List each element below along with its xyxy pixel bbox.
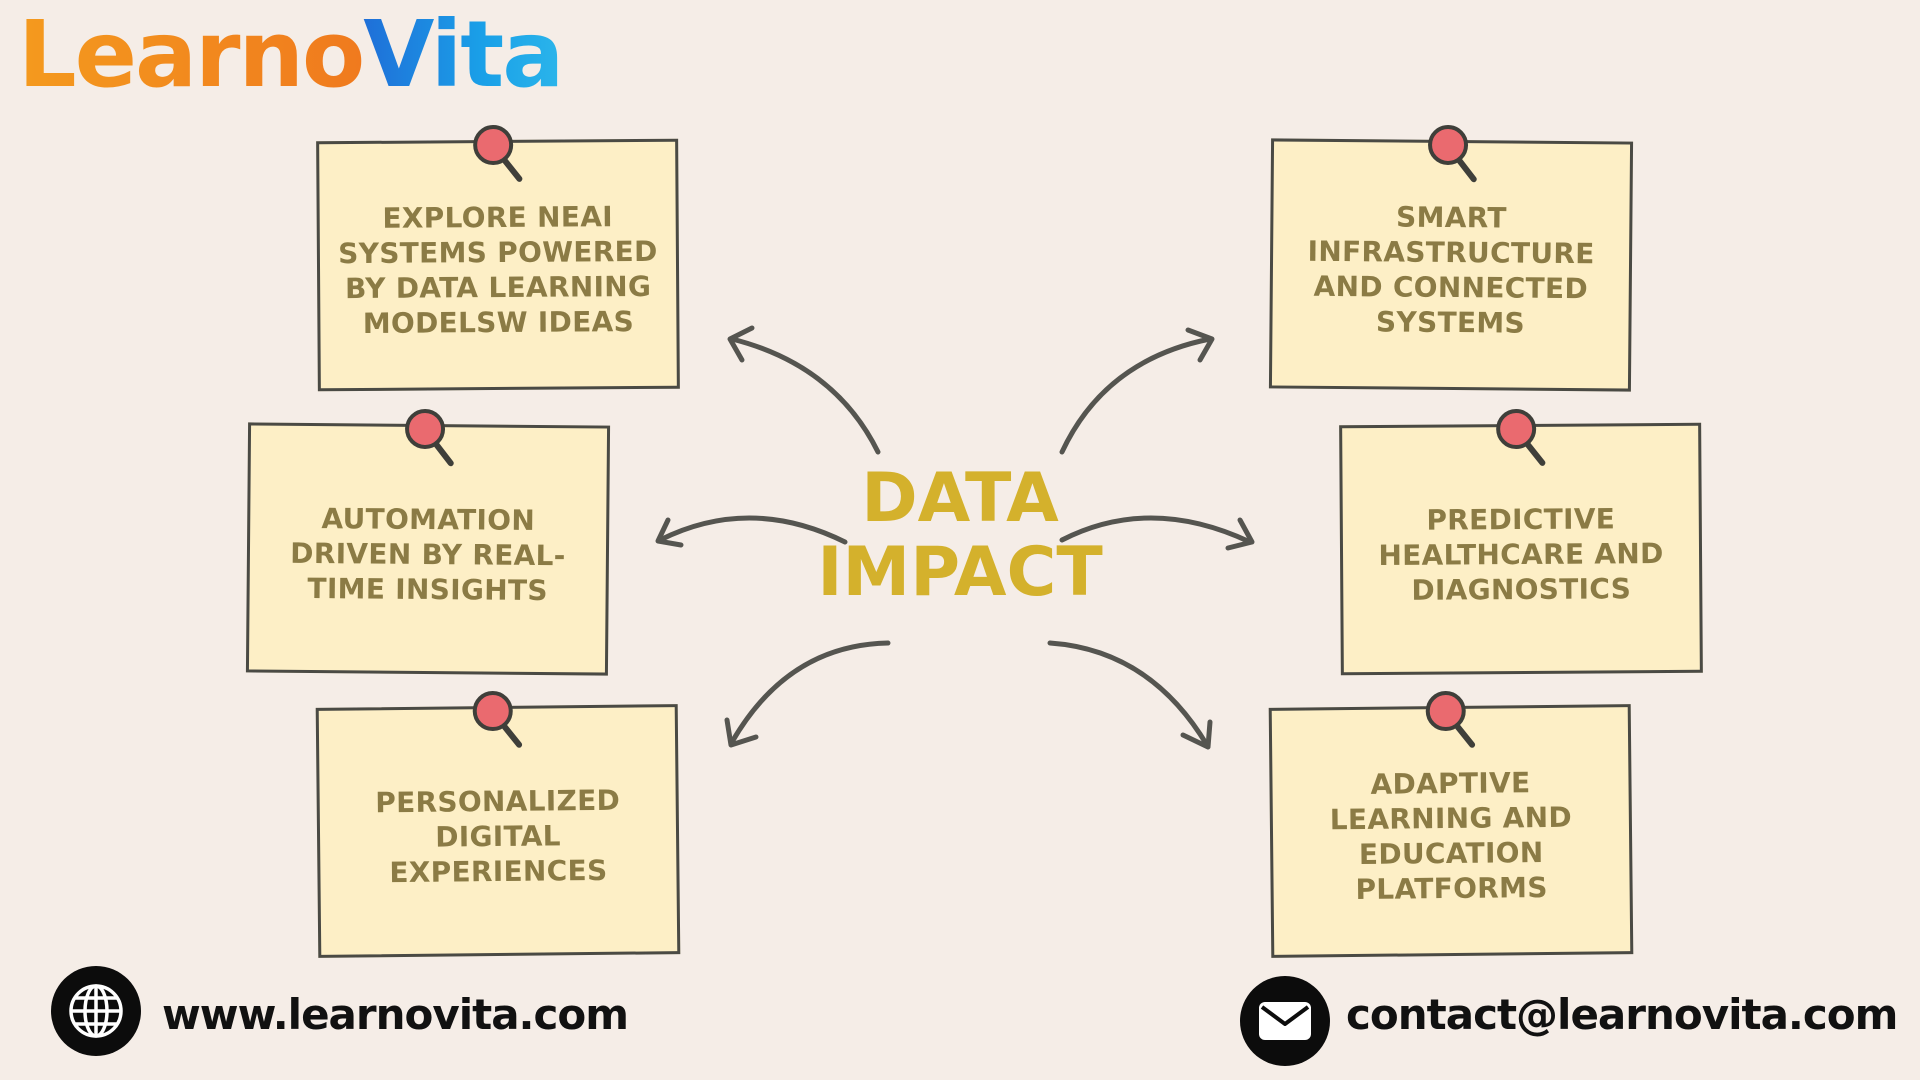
note-text: PREDICTIVE HEALTHCARE AND DIAGNOSTICS — [1378, 501, 1664, 607]
note-ai-systems: EXPLORE NEAI SYSTEMS POWERED BY DATA LEA… — [316, 125, 680, 392]
note-personalized: PERSONALIZED DIGITAL EXPERIENCES — [315, 691, 681, 958]
arrow-icon — [727, 325, 755, 363]
note-predictive-healthcare: PREDICTIVE HEALTHCARE AND DIAGNOSTICS — [1339, 409, 1703, 676]
arrow-icon — [1180, 719, 1213, 750]
globe-icon — [51, 966, 141, 1056]
arrow-icon — [655, 517, 684, 548]
pushpin-icon — [1425, 691, 1476, 748]
arrow-icon — [729, 336, 881, 455]
logo-part-learno: Learno — [18, 1, 365, 108]
arrow-icon — [1185, 327, 1215, 363]
note-smart-infrastructure: SMART INFRASTRUCTURE AND CONNECTED SYSTE… — [1268, 124, 1634, 392]
note-automation: AUTOMATION DRIVEN BY REAL-TIME INSIGHTS — [245, 408, 611, 676]
pushpin-icon — [405, 408, 454, 467]
note-text: ADAPTIVE LEARNING AND EDUCATION PLATFORM… — [1329, 766, 1573, 907]
pushpin-icon — [473, 125, 523, 182]
website-link[interactable]: www.learnovita.com — [162, 990, 629, 1039]
note-text: EXPLORE NEAI SYSTEMS POWERED BY DATA LEA… — [338, 200, 658, 340]
center-title: DATA IMPACT — [790, 462, 1130, 610]
center-title-line-2: IMPACT — [817, 533, 1103, 612]
envelope-icon — [1240, 976, 1330, 1066]
pushpin-icon — [472, 691, 523, 748]
center-title-line-1: DATA — [861, 459, 1059, 538]
note-text: PERSONALIZED DIGITAL EXPERIENCES — [375, 783, 621, 889]
arrow-icon — [724, 717, 759, 748]
email-link[interactable]: contact@learnovita.com — [1346, 990, 1898, 1039]
logo-part-vita: Vita — [363, 1, 564, 108]
note-text: AUTOMATION DRIVEN BY REAL-TIME INSIGHTS — [290, 501, 566, 607]
pushpin-icon — [1496, 409, 1546, 466]
note-text: SMART INFRASTRUCTURE AND CONNECTED SYSTE… — [1307, 200, 1595, 340]
pushpin-icon — [1428, 124, 1477, 183]
brand-logo: LearnoVita — [18, 1, 564, 108]
arrow-icon — [1047, 640, 1210, 748]
note-adaptive-learning: ADAPTIVE LEARNING AND EDUCATION PLATFORM… — [1268, 691, 1634, 958]
arrow-icon — [1059, 336, 1213, 455]
arrow-icon — [729, 640, 891, 745]
arrow-icon — [1225, 517, 1255, 551]
